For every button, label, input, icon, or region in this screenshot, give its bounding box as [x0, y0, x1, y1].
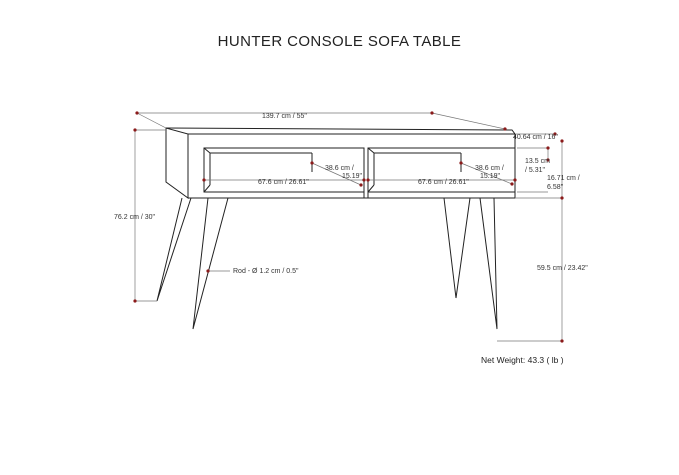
label-cabinet-height-1: 16.71 cm /	[547, 175, 580, 182]
label-net-weight: Net Weight: 43.3 ( lb )	[481, 355, 564, 365]
label-overall-width: 139.7 cm / 55"	[262, 113, 307, 120]
label-cabinet-height-2: 6.58"	[547, 184, 564, 191]
label-cubby-depth-left-2: 15.19"	[342, 173, 363, 180]
leg-front-left	[156, 197, 229, 330]
label-cubby-depth-left-1: 38.6 cm /	[325, 165, 354, 172]
cubby-depth-right-line	[460, 162, 513, 185]
dimension-markers	[133, 111, 564, 343]
label-cubby-width-right: 67.6 cm / 26.61"	[418, 179, 469, 186]
table-top	[165, 127, 516, 199]
label-overall-height: 76.2 cm / 30"	[114, 214, 156, 221]
leg-back-right	[443, 197, 498, 330]
label-rod: Rod - Ø 1.2 cm / 0.5"	[233, 268, 299, 275]
label-leg-height: 59.5 cm / 23.42"	[537, 265, 588, 272]
cubby-depth-left-line	[311, 162, 362, 186]
label-drawer-height-2: / 5.31"	[525, 167, 546, 174]
label-drawer-height: 13.5 cm	[525, 158, 550, 165]
label-cubby-depth-right-2: 15.19"	[480, 173, 501, 180]
label-cubby-width-left: 67.6 cm / 26.61"	[258, 179, 309, 186]
label-depth: 40.64 cm / 16"	[513, 134, 558, 141]
label-cubby-depth-right-1: 38.6 cm /	[475, 165, 504, 172]
page-title: HUNTER CONSOLE SOFA TABLE	[217, 33, 462, 50]
